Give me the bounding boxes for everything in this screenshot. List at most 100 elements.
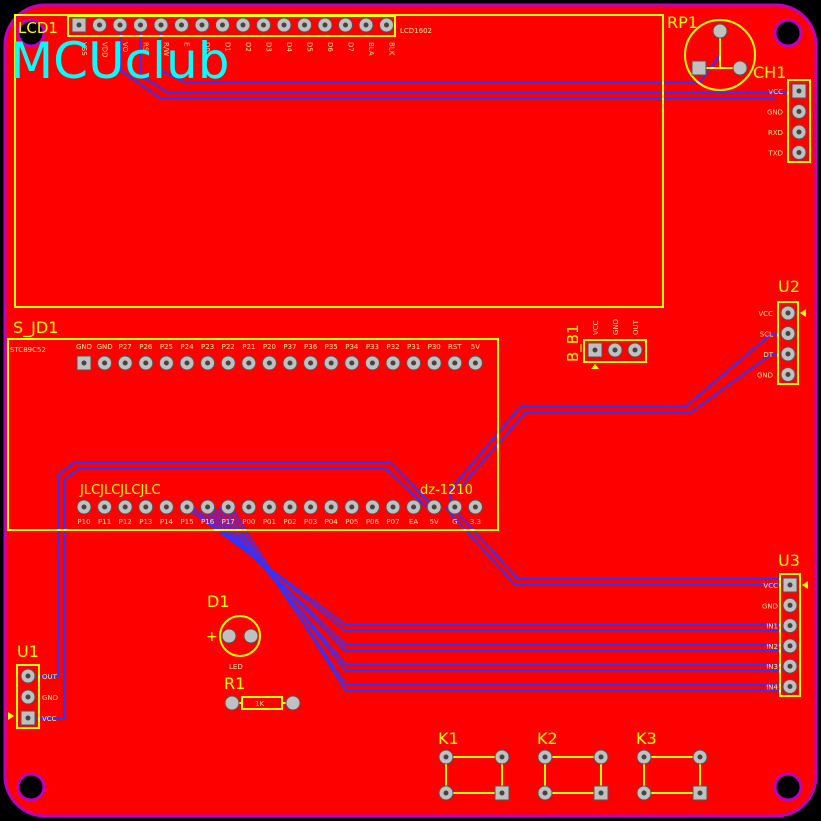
lcd1-pin-label-8: D2 bbox=[244, 42, 252, 52]
sjd1-bottom-pin-0-drill bbox=[81, 504, 87, 510]
lcd1-pin-label-14: BLA bbox=[367, 42, 375, 56]
trace-lcd-vss bbox=[139, 25, 790, 94]
bb1-pin-2-drill bbox=[632, 347, 638, 353]
r1-value: 1K bbox=[255, 700, 264, 708]
sjd1-bottom-pin-6-drill bbox=[205, 504, 211, 510]
sjd1-bottom-pin-label-17: 5V bbox=[430, 518, 439, 526]
sjd1-bottom-pin-4-drill bbox=[163, 504, 169, 510]
key-1-pad-1-drill bbox=[443, 754, 449, 760]
trace-u3-in4 bbox=[224, 506, 790, 686]
lcd1-pin-1-drill bbox=[97, 22, 102, 28]
key-designator-1: K1 bbox=[438, 729, 459, 748]
bb1-pin-label-0: VCC bbox=[592, 320, 600, 335]
sjd1-top-pin-label-0: GND bbox=[76, 343, 92, 351]
sjd1-bottom-pin-18-drill bbox=[452, 504, 458, 510]
sjd1-top-pin-0-drill bbox=[81, 360, 87, 366]
d1-designator: D1 bbox=[207, 592, 230, 611]
sjd1-top-pin-9-drill bbox=[266, 360, 272, 366]
lcd1-pin-3-drill bbox=[138, 22, 143, 28]
u1-pin-label-2: VCC bbox=[42, 715, 57, 723]
lcd1-pin-10-drill bbox=[281, 22, 287, 28]
key-1-pad-2-drill bbox=[499, 754, 505, 760]
sjd1-bottom-pin-label-8: P00 bbox=[242, 518, 255, 526]
sjd1-outline bbox=[7, 338, 499, 531]
sjd1-bottom-pin-7-drill bbox=[225, 504, 231, 510]
lcd1-pin-label-1: VDD bbox=[101, 42, 109, 58]
lcd1-pin-15-drill bbox=[384, 22, 389, 28]
lcd1-header-outline bbox=[67, 15, 396, 37]
lcd1-pin-label-15: BLK bbox=[388, 42, 396, 56]
sjd1-top-pin-4-drill bbox=[163, 360, 169, 366]
key-designator-2: K2 bbox=[537, 729, 558, 748]
sjd1-top-pin-1-drill bbox=[102, 360, 108, 366]
u3-pin-4-drill bbox=[787, 663, 793, 669]
sjd1-bottom-pin-label-0: P10 bbox=[77, 518, 90, 526]
key-2-pad-2-drill bbox=[598, 754, 604, 760]
sjd1-bottom-pin-15-drill bbox=[390, 504, 396, 510]
lcd1-pin-12-drill bbox=[322, 22, 328, 28]
ch1-pin-3-drill bbox=[796, 150, 802, 155]
r1-resistor: R1 1K bbox=[224, 674, 301, 711]
lcd1-pin-11-drill bbox=[302, 22, 307, 28]
sjd1-top-pin-2-drill bbox=[122, 360, 128, 366]
key-switch-1: K1 bbox=[438, 729, 510, 801]
sjd1-silk-right: dz-1210 bbox=[420, 483, 473, 498]
sjd1-top-pin-17-drill bbox=[431, 360, 437, 366]
lcd1-pin-4-drill bbox=[158, 22, 164, 28]
sjd1-bottom-pin-label-7: P17 bbox=[222, 518, 235, 526]
sjd1-bottom-pin-label-1: P11 bbox=[98, 518, 111, 526]
ch1-pin-label-3: TXD bbox=[768, 150, 783, 158]
u3-pin-label-5: IN4 bbox=[766, 684, 778, 692]
board-substrate bbox=[3, 3, 818, 818]
bb1-pin-label-1: GND bbox=[612, 319, 620, 335]
u3-pin1-marker bbox=[802, 581, 808, 589]
u1-pin-2-drill bbox=[25, 715, 31, 721]
sjd1-top-pin-label-18: RST bbox=[448, 343, 462, 351]
sjd1-top-pin-label-3: P26 bbox=[139, 343, 153, 351]
trace-u2-scl bbox=[449, 334, 788, 507]
rp1-outline bbox=[684, 19, 756, 91]
rp1-pad-2 bbox=[712, 23, 728, 39]
sjd1-top-pin-14-drill bbox=[369, 360, 375, 366]
ch1-pin-0-drill bbox=[796, 88, 802, 94]
r1-designator: R1 bbox=[224, 674, 245, 693]
sjd1-top-pin-18-drill bbox=[452, 360, 458, 366]
sjd1-bottom-pin-label-5: P15 bbox=[180, 518, 193, 526]
sjd1-bottom-pin-label-3: P13 bbox=[139, 518, 152, 526]
sjd1-top-pin-label-9: P20 bbox=[263, 343, 276, 351]
lcd1-pin-label-11: D5 bbox=[306, 42, 314, 52]
bb1-pin1-marker bbox=[591, 364, 599, 369]
sjd1-bottom-pin-11-drill bbox=[308, 504, 314, 510]
sjd1-top-pin-label-4: P25 bbox=[160, 343, 173, 351]
u1-outline bbox=[16, 664, 40, 729]
sjd1-top-pin-11-drill bbox=[308, 360, 314, 366]
lcd1-pin-label-7: D1 bbox=[224, 42, 232, 52]
sjd1-top-pin-label-1: GND bbox=[97, 343, 113, 351]
sjd1-bottom-pin-13-drill bbox=[349, 504, 355, 510]
u3-pin-label-2: IN1 bbox=[766, 623, 778, 631]
sjd1-top-pin-label-14: P33 bbox=[366, 343, 379, 351]
sjd1-top-pin-8-drill bbox=[246, 360, 252, 366]
lcd1-designator: LCD1 bbox=[18, 19, 58, 37]
r1-body bbox=[241, 696, 283, 710]
key-3-pad-1-drill bbox=[641, 754, 647, 760]
sjd1-bottom-pin-1-drill bbox=[102, 504, 108, 510]
ch1-pin-label-1: GND bbox=[767, 109, 783, 117]
ch1-pin-label-0: VCC bbox=[768, 88, 783, 96]
sjd1-top-pin-label-5: P24 bbox=[180, 343, 194, 351]
sjd1-top-pin-6-drill bbox=[205, 360, 211, 366]
u3-pin-0-drill bbox=[787, 582, 793, 588]
mount-hole-tr bbox=[773, 18, 803, 48]
sjd1-top-pin-label-11: P36 bbox=[304, 343, 318, 351]
d1-pad-cathode bbox=[243, 628, 259, 644]
d1-outline bbox=[219, 615, 261, 657]
key-1-pad-4-drill bbox=[499, 790, 505, 796]
